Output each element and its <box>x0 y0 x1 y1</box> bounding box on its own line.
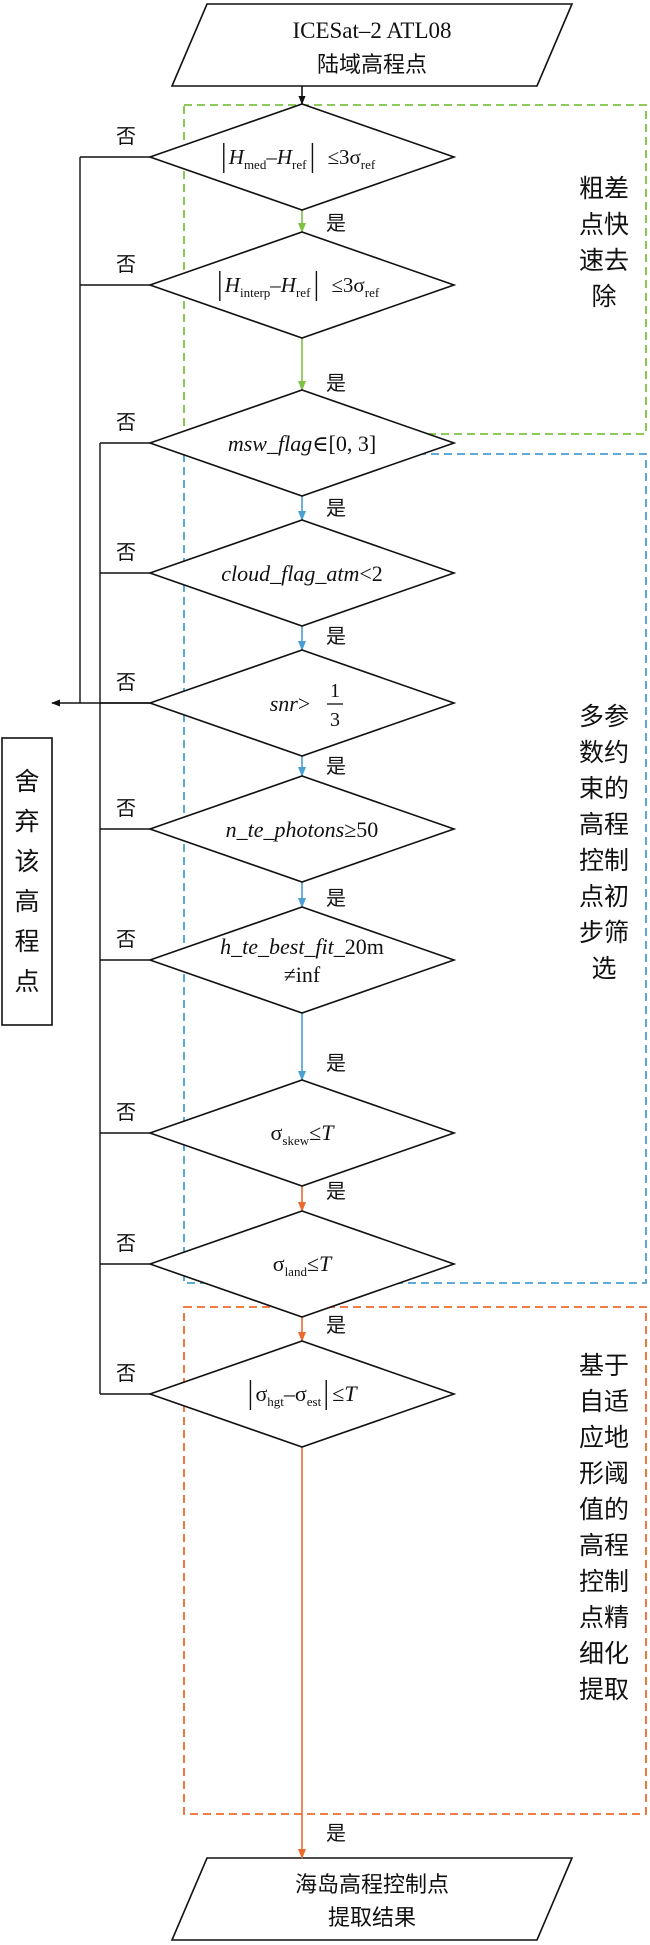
yes-label: 是 <box>326 496 346 520</box>
no-label: 否 <box>116 124 136 148</box>
yes-label: 是 <box>326 1313 346 1337</box>
group-label-line: 提取 <box>579 1675 629 1704</box>
group-label-line: 控制 <box>579 1567 629 1596</box>
discard-char: 点 <box>14 967 39 996</box>
fraction-denominator: 3 <box>330 709 340 731</box>
end-line1: 海岛高程控制点 <box>295 1873 449 1898</box>
group-label-line: 除 <box>591 282 616 311</box>
group-label-line: 控制 <box>579 846 629 875</box>
yes-label: 是 <box>326 754 346 778</box>
decision-snr <box>147 649 457 757</box>
yes-label: 是 <box>326 1821 346 1845</box>
no-label: 否 <box>116 927 136 951</box>
no-label: 否 <box>116 540 136 564</box>
group-label-line: 速去 <box>579 246 629 275</box>
decision-label-land: σland≤T <box>273 1251 333 1279</box>
yes-label: 是 <box>326 886 346 910</box>
group-label-line: 数约 <box>579 738 629 767</box>
end-line2: 提取结果 <box>328 1906 416 1931</box>
group-box-initial <box>183 453 647 1284</box>
group-label-line: 粗差 <box>579 174 629 203</box>
group-label-line: 高程 <box>579 1531 629 1560</box>
decision-hmed <box>147 103 457 211</box>
decision-label-hte-line2: ≠inf <box>284 962 321 987</box>
decision-label-cloud: cloud_flag_atm<2 <box>221 561 383 586</box>
yes-label: 是 <box>326 1179 346 1203</box>
group-label-line: 点初 <box>579 882 629 911</box>
yes-label: 是 <box>326 371 346 395</box>
decision-label-snr: snr> <box>270 691 311 716</box>
yes-label: 是 <box>326 624 346 648</box>
group-label-line: 基于 <box>579 1351 629 1380</box>
start-node <box>170 3 574 87</box>
no-label: 否 <box>116 1100 136 1124</box>
no-label: 否 <box>116 252 136 276</box>
discard-char: 舍 <box>14 767 39 796</box>
group-label-line: 自适 <box>579 1387 629 1416</box>
no-label: 否 <box>116 1231 136 1255</box>
decision-label-hte: h_te_best_fit_20m <box>220 934 384 959</box>
start-line2: 陆域高程点 <box>317 53 427 78</box>
no-label: 否 <box>116 670 136 694</box>
group-label-line: 应地 <box>579 1423 629 1452</box>
group-label-line: 形阈 <box>579 1459 629 1488</box>
decision-hgt <box>147 1340 457 1448</box>
decision-label-hmed: Hmed–Href ≤3σref <box>228 145 376 172</box>
decision-land <box>147 1210 457 1318</box>
group-label-line: 高程 <box>579 810 629 839</box>
no-label: 否 <box>116 410 136 434</box>
yes-label: 是 <box>326 211 346 235</box>
decision-msw <box>147 389 457 497</box>
decision-cloud <box>147 519 457 627</box>
no-label: 否 <box>116 1361 136 1385</box>
end-node <box>170 1857 574 1941</box>
group-label-line: 束的 <box>579 774 629 803</box>
discard-char: 弃 <box>14 807 39 836</box>
fraction-numerator: 1 <box>330 680 340 702</box>
group-label-line: 多参 <box>579 702 629 731</box>
yes-label: 是 <box>326 1051 346 1075</box>
decision-hinterp <box>147 231 457 339</box>
decision-label-msw: msw_flag∈[0, 3] <box>228 431 376 456</box>
start-line1: ICESat–2 ATL08 <box>292 18 451 43</box>
group-label-line: 步筛 <box>579 918 629 947</box>
decision-label-nte: n_te_photons≥50 <box>226 817 379 842</box>
group-label-line: 点精 <box>579 1603 629 1632</box>
group-box-refined <box>183 1306 647 1815</box>
decision-label-hgt: σhgt–σest ≤T <box>255 1381 358 1409</box>
group-label-line: 选 <box>591 954 616 983</box>
decision-skew <box>147 1079 457 1187</box>
no-label: 否 <box>116 796 136 820</box>
discard-char: 该 <box>14 847 39 876</box>
decision-nte <box>147 775 457 883</box>
decision-label-skew: σskew≤T <box>271 1120 336 1148</box>
group-label-line: 点快 <box>579 210 629 239</box>
group-label-line: 细化 <box>579 1639 629 1668</box>
discard-char: 程 <box>14 927 39 956</box>
decision-label-hinterp: Hinterp–Href ≤3σref <box>224 273 380 300</box>
discard-char: 高 <box>14 887 39 916</box>
group-label-line: 值的 <box>579 1495 629 1524</box>
decision-hte <box>147 906 457 1014</box>
discard-node <box>1 737 53 1026</box>
